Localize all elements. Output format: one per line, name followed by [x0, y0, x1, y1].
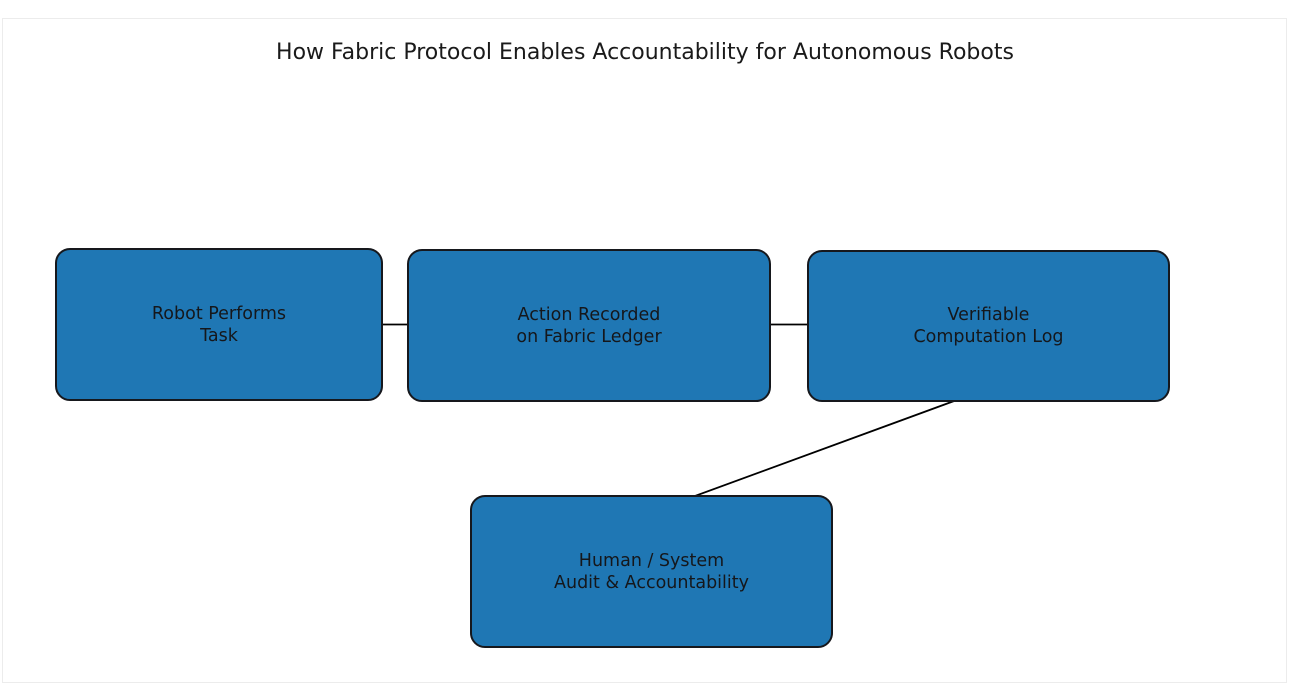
- node-robot-performs-task[interactable]: Robot Performs Task: [55, 248, 383, 401]
- node-action-recorded-on-fabric-ledger[interactable]: Action Recorded on Fabric Ledger: [407, 249, 771, 402]
- node-label-action-recorded-on-fabric-ledger: Action Recorded on Fabric Ledger: [516, 304, 662, 347]
- page-title: How Fabric Protocol Enables Accountabili…: [276, 40, 1014, 65]
- node-label-human-system-audit-accountability: Human / System Audit & Accountability: [554, 550, 749, 593]
- node-verifiable-computation-log[interactable]: Verifiable Computation Log: [807, 250, 1170, 402]
- node-human-system-audit-accountability[interactable]: Human / System Audit & Accountability: [470, 495, 833, 648]
- node-label-verifiable-computation-log: Verifiable Computation Log: [913, 305, 1064, 347]
- node-label-robot-performs-task: Robot Performs Task: [151, 303, 287, 346]
